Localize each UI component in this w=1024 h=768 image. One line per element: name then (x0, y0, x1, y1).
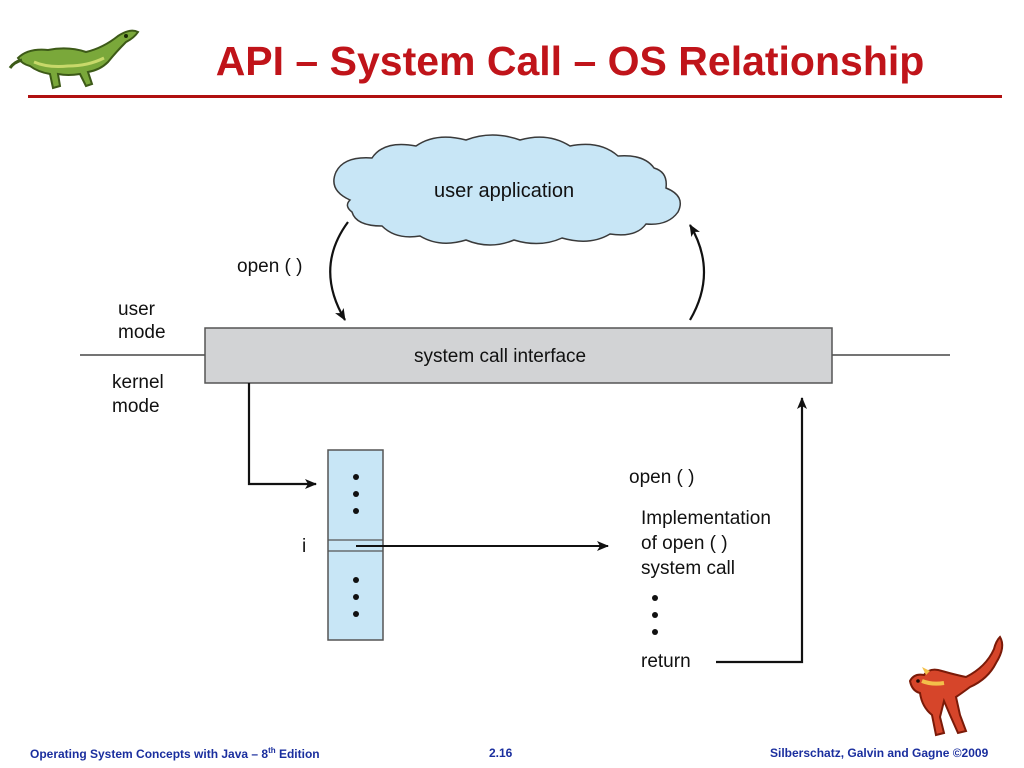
table-ellipsis-dot (353, 474, 359, 480)
kernel-mode-label-line2: mode (112, 396, 160, 417)
interface-to-table-arrow (247, 383, 317, 489)
table-ellipsis-dot (353, 594, 359, 600)
footer-book-title-prefix: Operating System Concepts with Java – 8 (30, 747, 269, 761)
open-call-label: open ( ) (237, 256, 303, 277)
return-label: return (641, 651, 691, 672)
implementation-line2: of open ( ) (641, 533, 728, 554)
user-application-cloud (333, 134, 681, 246)
table-index-label: i (302, 536, 307, 557)
dinosaur-corner-icon (908, 635, 1004, 737)
table-ellipsis-dot (353, 491, 359, 497)
footer-book-title: Operating System Concepts with Java – 8t… (30, 746, 320, 761)
footer-book-title-suffix: Edition (275, 747, 320, 761)
footer-copyright: Silberschatz, Galvin and Gagne ©2009 (770, 746, 989, 760)
system-call-interface-label: system call interface (414, 346, 587, 367)
user-mode-label-line1: user (118, 299, 155, 320)
kernel-mode-label-line1: kernel (112, 372, 164, 393)
implementation-ellipsis-dot (652, 629, 658, 635)
return-arrow (716, 397, 807, 664)
table-ellipsis-dot (353, 577, 359, 583)
implementation-line3: system call (641, 558, 735, 579)
footer-edition-suffix: th (268, 746, 276, 755)
dinosaur-logo-icon (8, 29, 140, 90)
implementation-ellipsis-dot (652, 595, 658, 601)
system-call-interface-bar (204, 327, 833, 384)
open-call-arrow (329, 221, 349, 321)
table-ellipsis-dot (353, 611, 359, 617)
slide-title: API – System Call – OS Relationship (215, 38, 925, 84)
footer-page-number: 2.16 (489, 746, 513, 760)
implementation-title: open ( ) (629, 467, 695, 488)
user-application-label: user application (434, 180, 575, 202)
table-ellipsis-dot (353, 508, 359, 514)
title-divider (28, 95, 1002, 98)
user-mode-label-line2: mode (118, 322, 166, 343)
implementation-line1: Implementation (641, 508, 771, 529)
implementation-ellipsis-dot (652, 612, 658, 618)
return-to-user-arrow (689, 224, 705, 321)
